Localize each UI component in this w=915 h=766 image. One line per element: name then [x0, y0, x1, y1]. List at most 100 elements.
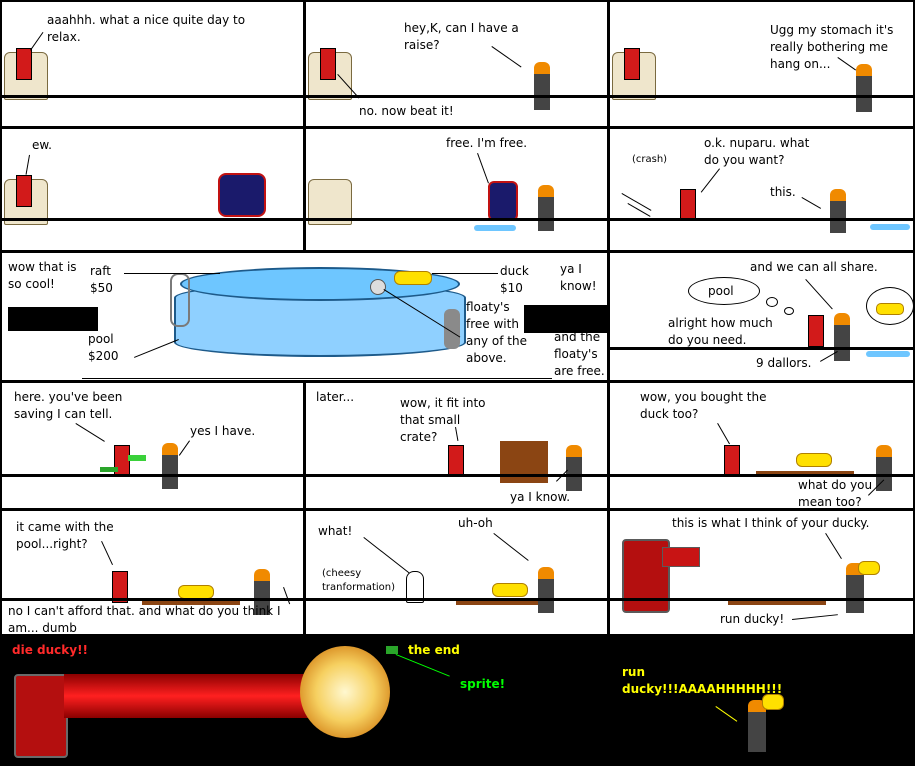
speech-pointer: [25, 154, 30, 175]
speech-pointer: [493, 533, 529, 561]
speech-text-bottom: no I can't afford that. and what do you …: [8, 604, 281, 634]
panel-2: hey,K, can I have a raise? no. now beat …: [306, 2, 607, 126]
speech-pointer: [805, 279, 833, 310]
speech-text-top: this is what I think of your ducky.: [672, 516, 870, 530]
speech-text: ew.: [32, 138, 52, 152]
duck: [796, 453, 832, 467]
sprite-piece: [386, 646, 398, 654]
red-character: [448, 445, 464, 477]
price-raft: raft $50: [90, 264, 113, 295]
floor-line: [610, 347, 913, 350]
money: [128, 455, 146, 461]
floor-line: [610, 598, 913, 601]
floor-line: [2, 95, 303, 98]
panel-8: and we can all share. pool alright how m…: [610, 253, 913, 380]
speech-text-bottom: ya I know.: [510, 490, 571, 504]
sprite-text: sprite!: [460, 677, 506, 691]
run-ducky-text: run ducky!!!AAAAHHHHH!!!: [622, 665, 783, 696]
floaty: [370, 279, 386, 295]
speech-pointer: [477, 153, 489, 184]
floor-line: [610, 474, 913, 477]
speech-pointer: [700, 168, 720, 193]
crate-right: [524, 305, 607, 333]
orange-character: [534, 62, 550, 110]
water-puddle: [870, 224, 910, 230]
panel-10: later... wow, it fit into that small cra…: [306, 383, 607, 508]
orange-character: [538, 185, 554, 231]
floor-board: [456, 599, 554, 605]
speech-pointer: [178, 440, 190, 456]
laser-beam: [64, 674, 314, 718]
speech-text-mid: alright how much do you need.: [668, 316, 773, 347]
tangled-character: [218, 173, 266, 217]
duck: [876, 303, 904, 315]
duck: [858, 561, 880, 575]
floor-line: [2, 474, 303, 477]
floor-board: [728, 599, 826, 605]
panel-12: it came with the pool...right? no I can'…: [2, 511, 303, 634]
tank: [444, 309, 460, 349]
thought-dot: [784, 307, 794, 315]
speech-text-bottom: run ducky!: [720, 612, 785, 626]
caption: (cheesy tranformation): [322, 568, 395, 593]
speech-text: aaahhh. what a nice quite day to relax.: [47, 13, 246, 44]
speech-text-left: what!: [318, 524, 353, 538]
orange-character: [856, 64, 872, 112]
caption-right-bottom: and the floaty's are free.: [554, 330, 605, 378]
floor-line: [306, 218, 607, 221]
speech-pointer: [30, 31, 44, 51]
speech-text-mid: this.: [770, 185, 796, 199]
floor-line: [306, 95, 607, 98]
pool-ladder: [170, 273, 190, 327]
water-puddle: [866, 351, 910, 357]
speech-pointer: [792, 614, 838, 620]
red-character: [320, 48, 336, 80]
floor-board: [142, 599, 240, 605]
panel-1: aaahhh. what a nice quite day to relax.: [2, 2, 303, 126]
white-figure: [406, 571, 424, 603]
orange-character: [876, 445, 892, 491]
floaty-note: floaty's free with any of the above.: [466, 300, 527, 365]
floor-line: [610, 218, 913, 221]
label-pointer: [124, 273, 220, 274]
water-puddle: [474, 225, 516, 231]
red-character: [808, 315, 824, 347]
price-duck: duck $10: [500, 264, 529, 295]
speech-text-right: yes I have.: [190, 424, 256, 438]
speech-text-left: here. you've been saving I can tell.: [14, 390, 123, 421]
floor-line: [610, 95, 913, 98]
crash-streak: [627, 203, 651, 217]
price-pool: pool $200: [88, 332, 119, 363]
armored-red-character: [14, 674, 68, 758]
speech-pointer: [717, 423, 730, 445]
floor-line: [306, 474, 607, 477]
red-character: [724, 445, 740, 477]
speech-text-bottom: 9 dallors.: [756, 356, 812, 370]
the-end-text: the end: [408, 643, 460, 657]
die-ducky-text: die ducky!!: [12, 643, 89, 657]
floor-line: [2, 598, 303, 601]
duck: [492, 583, 528, 597]
speech-pointer: [801, 197, 822, 209]
red-character: [680, 189, 696, 219]
orange-character: [830, 189, 846, 233]
floor-line: [2, 218, 303, 221]
speech-text-right: uh-oh: [458, 516, 493, 530]
red-character: [16, 175, 32, 207]
red-character: [624, 48, 640, 80]
label-pointer: [432, 273, 498, 274]
panel-14: this is what I think of your ducky. run …: [610, 511, 913, 634]
thought-dot: [766, 297, 778, 307]
panel-3: Ugg my stomach it's really bothering me …: [610, 2, 913, 126]
armchair: [308, 179, 352, 225]
red-character: [112, 571, 128, 603]
duck: [762, 694, 784, 710]
caption-left: wow that is so cool!: [8, 260, 77, 291]
speech-text-top: wow, it fit into that small crate?: [400, 396, 486, 444]
speech-text-bottom: no. now beat it!: [359, 104, 454, 118]
explosion: [300, 646, 390, 738]
orange-character: [162, 443, 178, 489]
caption: later...: [316, 390, 355, 404]
cannon: [662, 547, 700, 567]
